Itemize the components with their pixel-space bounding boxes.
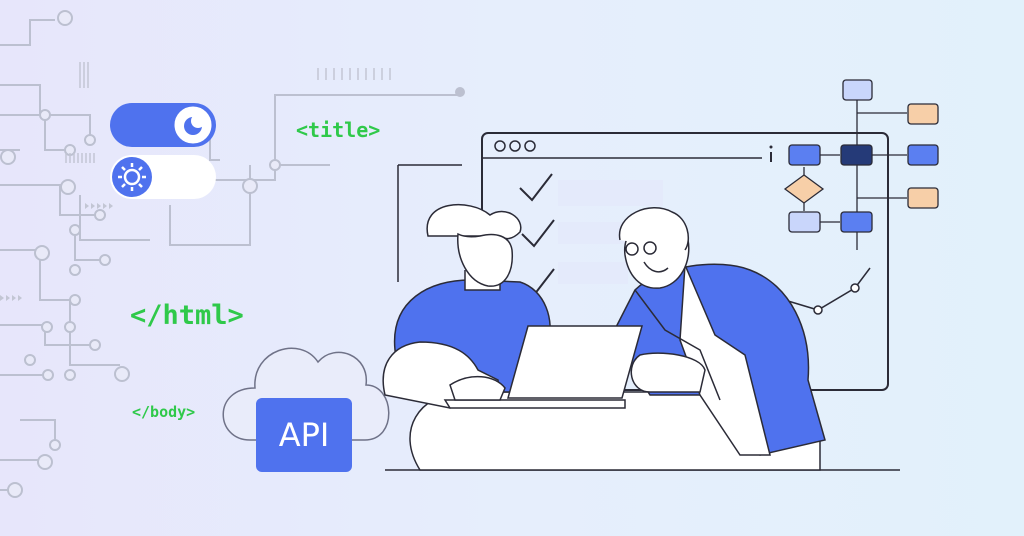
info-icon — [769, 145, 773, 162]
man-figure — [611, 207, 826, 456]
woman-hand — [449, 375, 506, 401]
window-dot — [509, 140, 521, 152]
dark-mode-toggle[interactable] — [110, 103, 216, 147]
api-label: API — [278, 416, 330, 454]
graph-point — [850, 283, 860, 293]
laptop — [443, 325, 643, 409]
code-tag-body: </body> — [132, 403, 196, 421]
flowchart-icon — [783, 79, 939, 250]
circuit-nodes — [0, 10, 465, 498]
api-badge — [256, 398, 352, 472]
code-tag-title: <title> — [296, 118, 381, 142]
circuit-hatches — [65, 62, 391, 163]
code-tag-html: </html> — [130, 300, 244, 331]
checkmark-icon — [519, 173, 555, 297]
moon-icon — [184, 114, 205, 135]
sun-icon — [118, 163, 146, 191]
graph-point — [813, 305, 823, 315]
window-dot — [524, 140, 536, 152]
light-mode-toggle[interactable] — [110, 155, 216, 199]
window-dot — [494, 140, 506, 152]
circuit-arrows — [0, 203, 113, 301]
